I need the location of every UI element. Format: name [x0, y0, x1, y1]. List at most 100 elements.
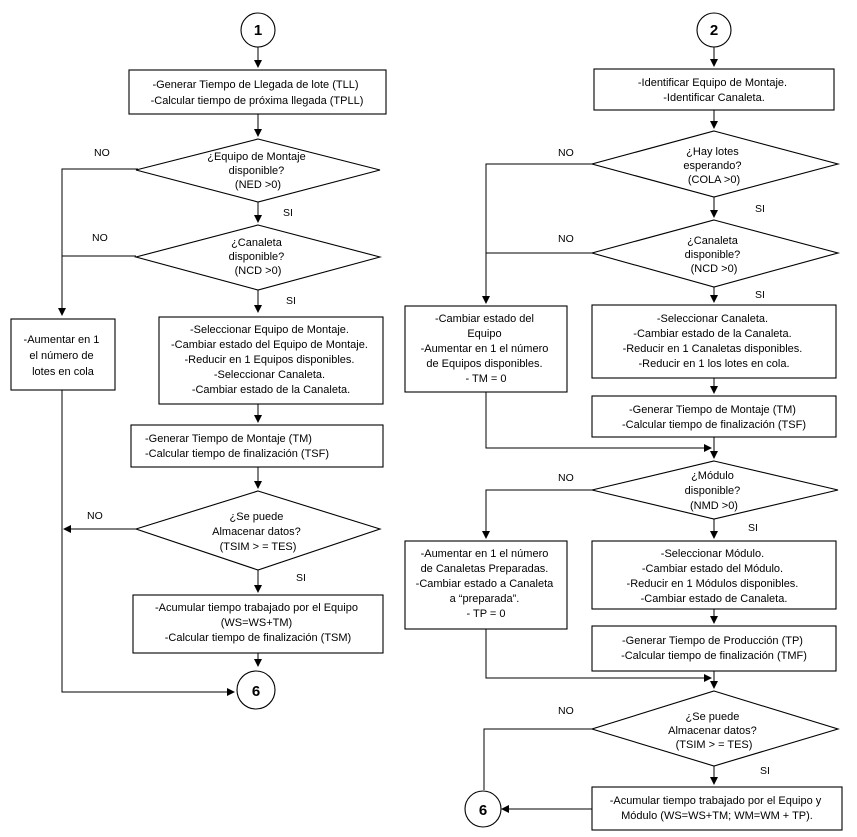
- end-connector-circle: [464, 790, 502, 828]
- process-box-seleccionar-canaleta-text: -Seleccionar Canaleta. -Cambiar estado d…: [623, 313, 806, 370]
- process-line: -Calcular tiempo de finalización (TSF): [622, 419, 806, 431]
- process-line: -Reducir en 1 los lotes en cola.: [638, 358, 789, 370]
- process-line: el número de: [29, 350, 93, 362]
- process-box-acumular: [591, 786, 843, 831]
- si-label: SI: [755, 289, 765, 301]
- process-line: -Cambiar estado del: [435, 313, 534, 325]
- decision-equipo-disponible: [135, 138, 381, 203]
- decision-line: Almacenar datos?: [212, 526, 301, 538]
- process-line: -Generar Tiempo de Producción (TP): [622, 635, 803, 647]
- process-line: -Cambiar estado de la Canaleta.: [192, 384, 350, 396]
- process-line: -Reducir en 1 Equipos disponibles.: [184, 354, 354, 366]
- process-box-montaje: [130, 424, 384, 468]
- process-box-arrival-text: -Generar Tiempo de Llegada de lote (TLL)…: [151, 79, 364, 107]
- no-label: NO: [92, 232, 108, 244]
- process-line: (WS=WS+TM): [221, 617, 293, 629]
- decision-line: ¿Se puede: [686, 711, 740, 723]
- process-box-canaleta-preparada: [404, 540, 568, 630]
- process-line: -Generar Tiempo de Montaje (TM): [629, 404, 796, 416]
- process-box-aumentar-cola: [10, 318, 116, 391]
- si-label: SI: [760, 765, 770, 777]
- process-line: -Acumular tiempo trabajado por el Equipo…: [610, 795, 822, 807]
- decision-canaleta-disponible-text: ¿Canaleta disponible? (NCD >0): [685, 235, 744, 275]
- decision-line: ¿Canaleta: [231, 237, 283, 249]
- end-connector-number: 6: [479, 802, 487, 819]
- process-box-montaje: [591, 395, 837, 438]
- decision-line: ¿Se puede: [230, 511, 284, 523]
- process-box-identificar-text: -Identificar Equipo de Montaje. -Identif…: [638, 77, 790, 104]
- start-connector-number: 1: [254, 22, 262, 39]
- no-label: NO: [558, 233, 574, 245]
- decision-line: ¿Hay lotes: [686, 146, 739, 158]
- no-branch-connector: [58, 168, 138, 316]
- decision-line: ¿Equipo de Montaje: [207, 151, 305, 163]
- no-label: NO: [558, 705, 574, 717]
- process-box-produccion: [591, 625, 837, 672]
- decision-line: (NCD >0): [235, 265, 282, 277]
- process-line: a “preparada”.: [450, 593, 520, 605]
- start-connector-circle: [696, 12, 732, 48]
- process-line: - TP = 0: [466, 608, 505, 620]
- process-line: -Cambiar estado de Canaleta.: [641, 593, 788, 605]
- no-label: NO: [94, 147, 110, 159]
- decision-line: (TSIM > = TES): [220, 541, 297, 553]
- left-flow: 1 -Generar Tiempo de Llegada de lote (TL…: [10, 12, 387, 710]
- process-line: -Calcular tiempo de próxima llegada (TPL…: [151, 95, 364, 107]
- no-branch-connector: [482, 163, 592, 304]
- decision-line: esperando?: [683, 160, 741, 172]
- process-line: -Cambiar estado a Canaleta: [416, 578, 554, 590]
- process-line: de Equipos disponibles.: [426, 358, 542, 370]
- si-label: SI: [296, 572, 306, 584]
- no-label: NO: [558, 147, 574, 159]
- process-line: -Cambiar estado de la Canaleta.: [633, 328, 791, 340]
- decision-line: ¿Módulo: [691, 470, 734, 482]
- decision-almacenar-datos-text: ¿Se puede Almacenar datos? (TSIM > = TES…: [668, 711, 760, 751]
- no-branch-connector: [482, 489, 592, 539]
- process-line: -Seleccionar Canaleta.: [214, 369, 325, 381]
- no-branch-connector: [483, 728, 592, 790]
- process-line: -Generar Tiempo de Llegada de lote (TLL): [152, 79, 358, 91]
- decision-canaleta-disponible: [133, 224, 383, 291]
- process-line: -Acumular tiempo trabajado por el Equipo: [155, 602, 358, 614]
- end-connector-circle: [236, 670, 276, 710]
- start-connector-circle: [240, 12, 276, 48]
- merge-connector: [485, 392, 712, 452]
- process-line: de Canaletas Preparadas.: [421, 563, 549, 575]
- process-line: -Identificar Equipo de Montaje.: [638, 77, 787, 89]
- start-connector-number: 2: [710, 22, 718, 39]
- process-box-identificar: [593, 68, 835, 111]
- process-line: -Aumentar en 1 el número: [421, 548, 549, 560]
- decision-line: (TSIM > = TES): [676, 739, 753, 751]
- process-line: -Aumentar en 1: [24, 334, 100, 346]
- process-line: -Calcular tiempo de finalización (TMF): [621, 650, 807, 662]
- decision-canaleta-disponible: [589, 219, 841, 288]
- process-line: -Generar Tiempo de Montaje (TM): [145, 433, 312, 445]
- decision-almacenar-datos: [590, 690, 840, 767]
- process-line: Módulo (WS=WS+TM; WM=WM + TP).: [621, 810, 813, 822]
- process-line: -Calcular tiempo de finalización (TSM): [165, 632, 351, 644]
- process-box-aumentar-cola-text: -Aumentar en 1 el número de lotes en col…: [24, 334, 103, 378]
- merge-connector: [485, 629, 712, 682]
- decision-canaleta-disponible-text: ¿Canaleta disponible? (NCD >0): [229, 237, 288, 277]
- si-label: SI: [283, 207, 293, 219]
- decision-line: ¿Canaleta: [687, 235, 739, 247]
- process-box-liberar-equipo-text: -Cambiar estado del Equipo -Aumentar en …: [421, 313, 552, 385]
- process-line: -Seleccionar Equipo de Montaje.: [190, 324, 349, 336]
- process-line: -Cambiar estado del Equipo de Montaje.: [171, 339, 368, 351]
- decision-line: (COLA >0): [688, 174, 740, 186]
- process-box-montaje-text: -Generar Tiempo de Montaje (TM) -Calcula…: [622, 404, 806, 431]
- right-flow: 2 -Identificar Equipo de Montaje. -Ident…: [404, 12, 843, 831]
- si-label: SI: [286, 295, 296, 307]
- decision-line: (NMD >0): [690, 500, 738, 512]
- decision-almacenar-datos: [134, 490, 382, 571]
- decision-lotes-esperando: [589, 130, 841, 198]
- process-line: Equipo: [467, 328, 501, 340]
- process-box-seleccionar: [158, 316, 384, 405]
- process-line: -Reducir en 1 Módulos disponibles.: [627, 578, 799, 590]
- process-box-seleccionar-modulo: [591, 540, 837, 610]
- process-box-seleccionar-canaleta: [591, 304, 837, 379]
- process-line: -Calcular tiempo de finalización (TSF): [145, 448, 329, 460]
- decision-equipo-disponible-text: ¿Equipo de Montaje disponible? (NED >0): [207, 151, 309, 191]
- process-line: -Aumentar en 1 el número: [421, 343, 549, 355]
